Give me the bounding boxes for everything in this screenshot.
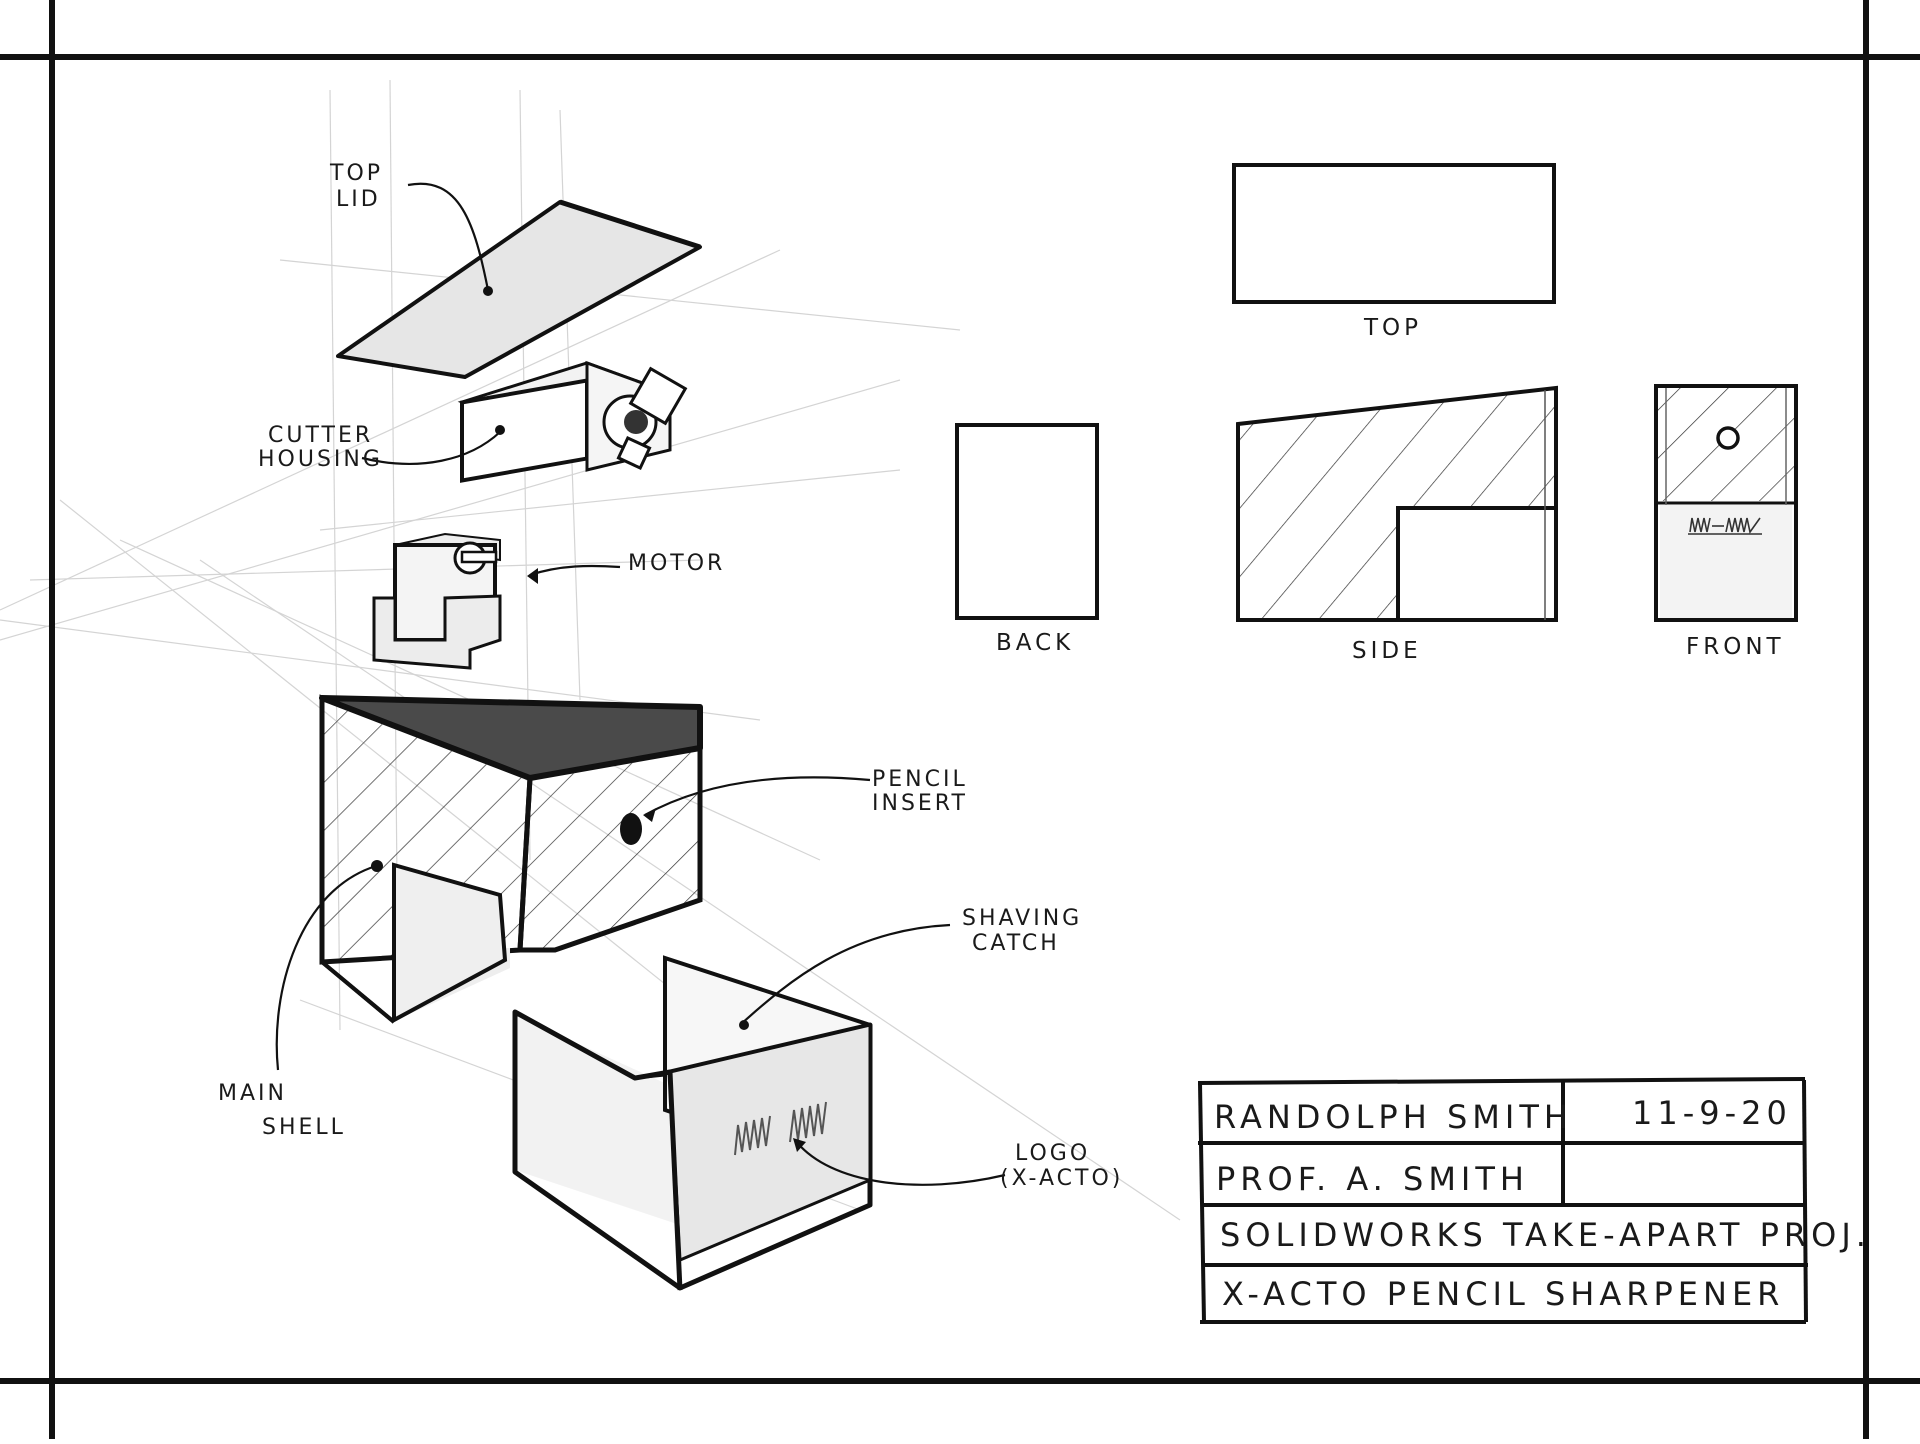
label-cutter-housing-2: HOUSING (258, 447, 383, 472)
top-view-label: TOP (1363, 315, 1422, 341)
label-shaving-catch-1: SHAVING (962, 906, 1082, 931)
label-top-lid-1: TOP (329, 161, 383, 186)
front-logo-scribble (1688, 517, 1762, 535)
label-logo-2: (X-ACTO) (1000, 1166, 1123, 1191)
project-title: SOLIDWORKS TAKE-APART PROJ. (1220, 1216, 1871, 1254)
label-main-shell-2: SHELL (262, 1115, 346, 1140)
subject-title: X-ACTO PENCIL SHARPENER (1222, 1275, 1784, 1313)
front-view-label: FRONT (1686, 634, 1785, 660)
title-block (1197, 1077, 1808, 1324)
side-view-label: SIDE (1352, 638, 1422, 664)
logo-scribble (734, 1101, 827, 1156)
student-name: RANDOLPH SMITH (1214, 1098, 1573, 1136)
label-cutter-housing-1: CUTTER (268, 423, 373, 448)
main-shell-part (319, 694, 703, 1024)
back-view-label: BACK (996, 630, 1074, 656)
label-shaving-catch-2: CATCH (972, 931, 1060, 956)
cutter-housing-part (457, 360, 688, 483)
motor-part (372, 532, 502, 670)
label-main-shell-1: MAIN (218, 1081, 287, 1106)
leader-dots (371, 286, 806, 1152)
front-view: FRONT (1654, 384, 1798, 660)
side-view: SIDE (1236, 385, 1558, 664)
professor-name: PROF. A. SMITH (1216, 1160, 1529, 1198)
label-logo-1: LOGO (1015, 1141, 1090, 1166)
part-labels: TOP LID CUTTER HOUSING MOTOR PENCIL INSE… (218, 161, 1123, 1191)
top-lid-part (336, 199, 702, 379)
label-motor: MOTOR (628, 551, 725, 576)
back-view: BACK (955, 423, 1099, 656)
label-pencil-insert-1: PENCIL (872, 767, 968, 792)
drawing-date: 11-9-20 (1632, 1094, 1792, 1132)
label-top-lid-2: LID (336, 187, 381, 212)
shaving-catch-part (512, 955, 873, 1291)
leader-lines (275, 182, 1006, 1186)
label-pencil-insert-2: INSERT (872, 791, 968, 816)
top-view: TOP (1232, 163, 1556, 341)
title-block-text: RANDOLPH SMITH 11-9-20 PROF. A. SMITH SO… (1214, 1094, 1871, 1313)
